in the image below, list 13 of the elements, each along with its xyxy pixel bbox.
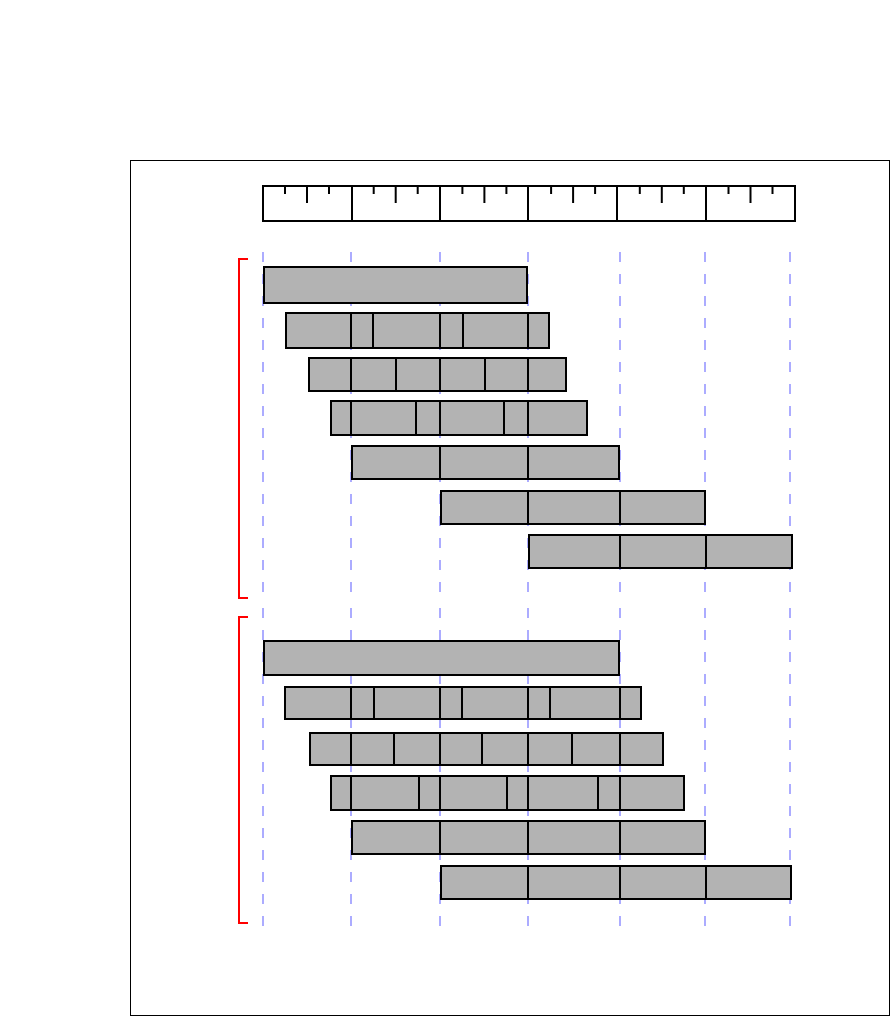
bar [284,686,642,720]
bar [351,820,706,855]
bar [263,266,528,304]
bar [263,640,620,676]
bar [351,445,620,480]
bar [308,357,567,392]
bar [285,312,550,349]
bar [440,865,792,900]
bar [309,732,664,766]
bar [440,490,706,525]
bar [528,534,793,569]
bar [330,400,588,436]
bar [330,775,685,811]
